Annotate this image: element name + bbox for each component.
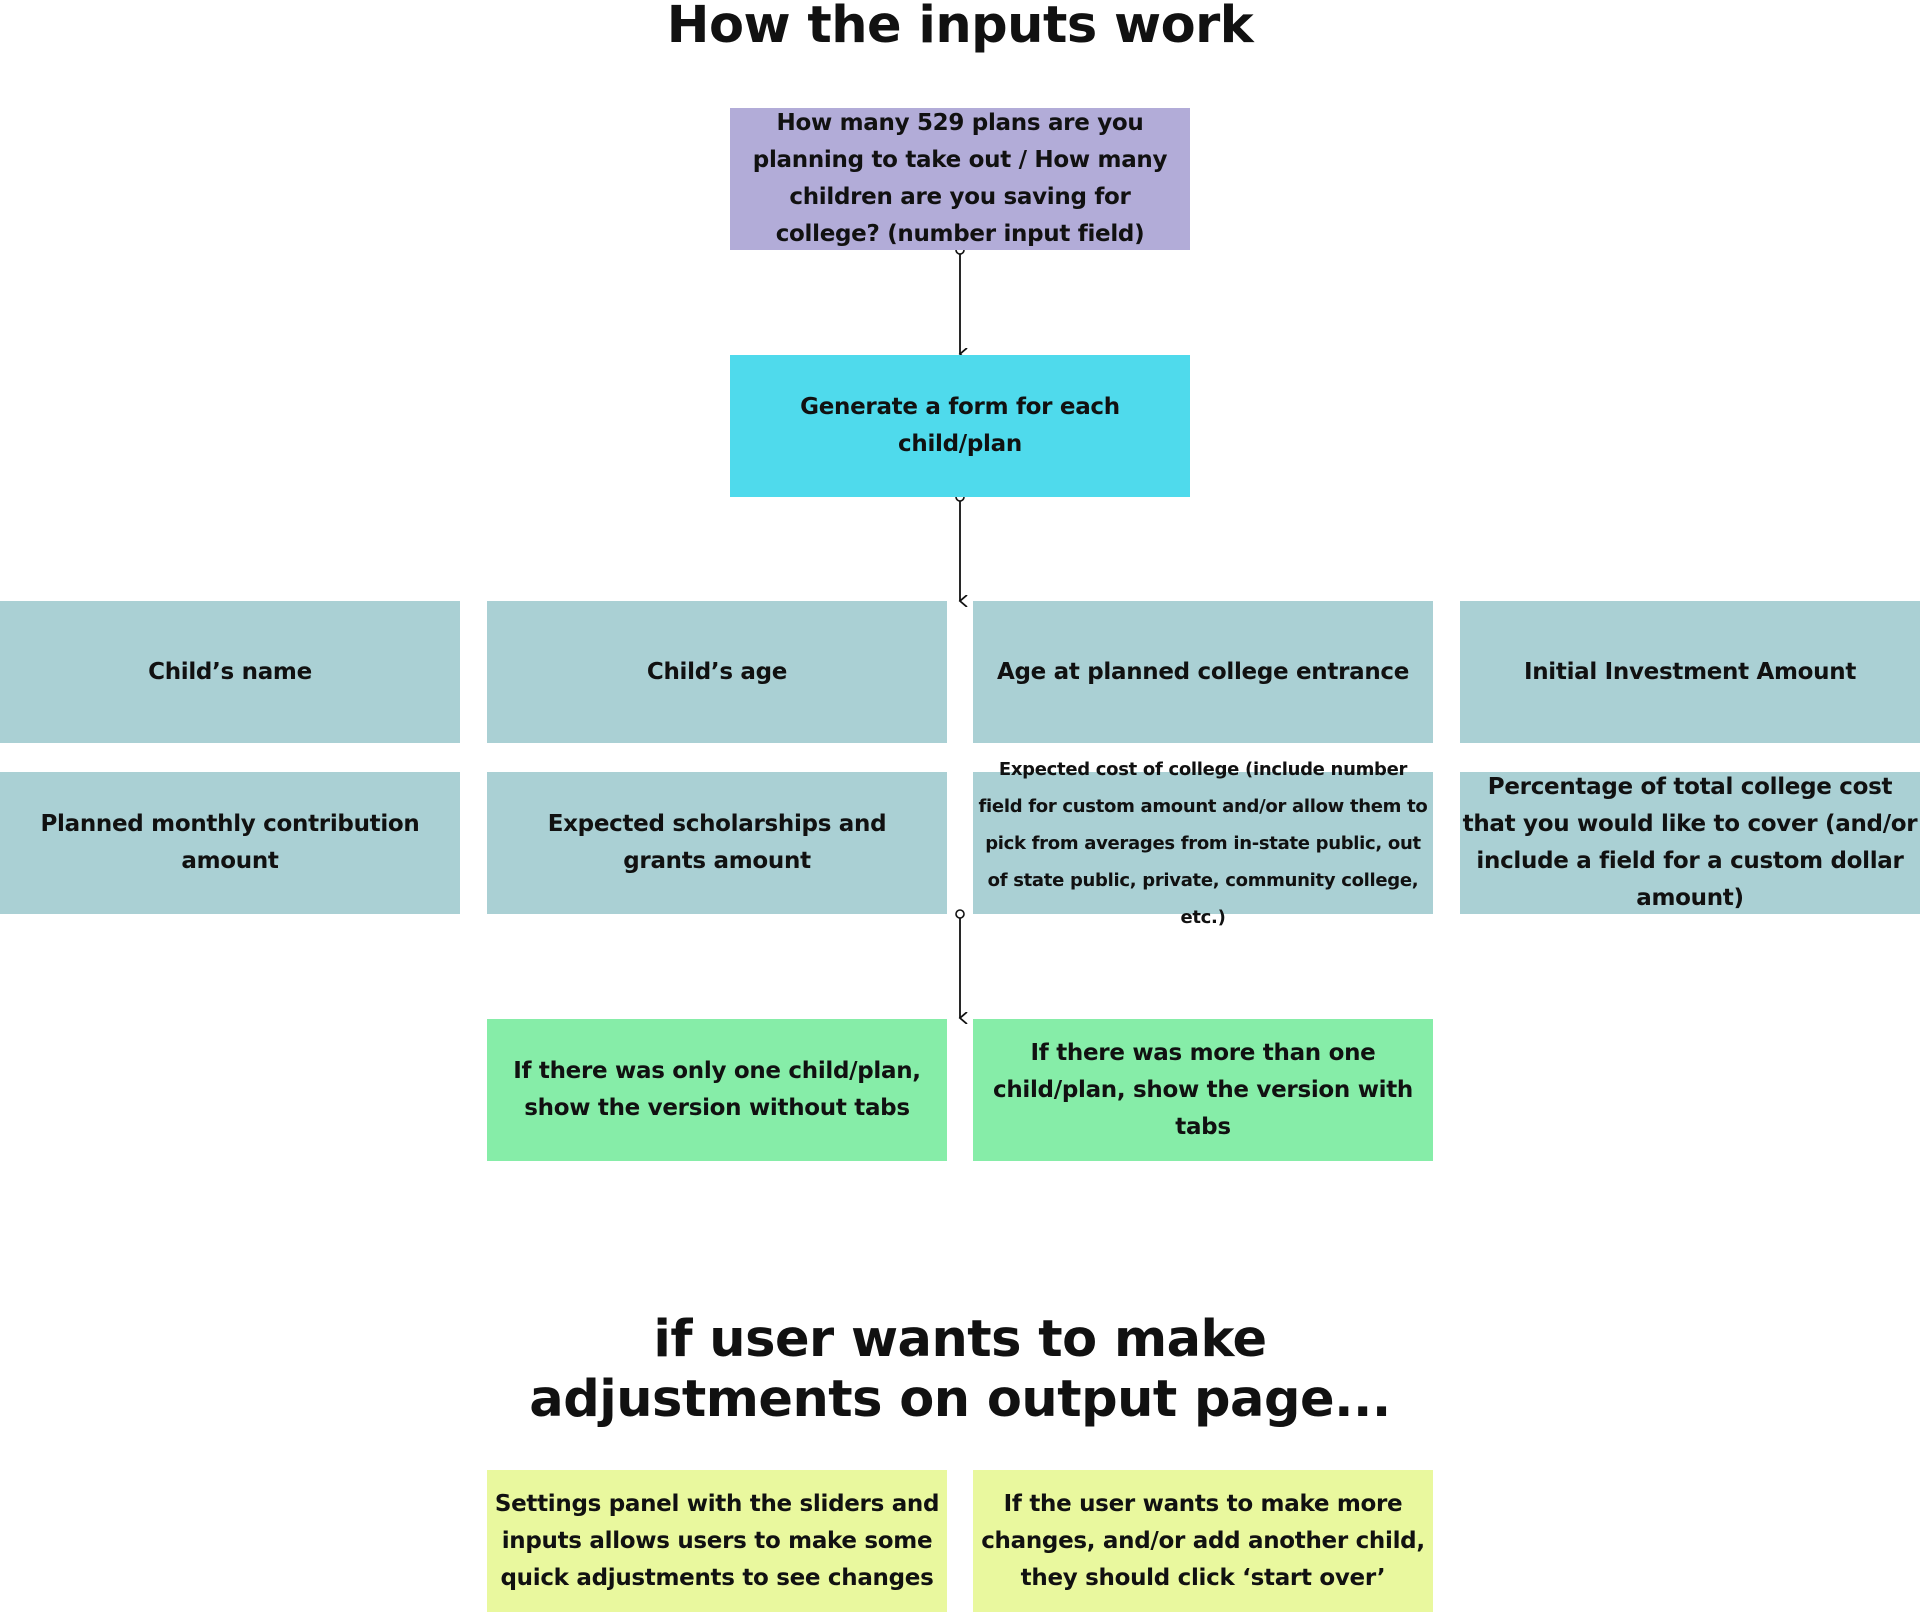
section-title-adjustments: if user wants to make adjustments on out… [470,1310,1450,1430]
node-scholarships: Expected scholarships and grants amount [487,772,947,914]
edge-fields-to-results [955,909,964,1018]
node-generate-form: Generate a form for each child/plan [730,355,1190,497]
node-one-child-label: If there was only one child/plan, show t… [513,1058,921,1121]
node-childs-name: Child’s name [0,601,460,743]
node-age-college-entrance: Age at planned college entrance [973,601,1433,743]
node-start-over-label: If the user wants to make more changes, … [981,1490,1425,1591]
node-monthly-contribution: Planned monthly contribution amount [0,772,460,914]
node-percentage-cover-label: Percentage of total college cost that yo… [1462,774,1918,911]
node-more-than-one: If there was more than one child/plan, s… [973,1019,1433,1161]
node-childs-name-label: Child’s name [148,658,312,685]
node-start-over: If the user wants to make more changes, … [973,1470,1433,1612]
node-more-than-one-label: If there was more than one child/plan, s… [992,1039,1413,1140]
node-initial-investment-label: Initial Investment Amount [1523,658,1857,685]
node-generate-form-label: Generate a form for each child/plan [800,394,1120,457]
node-expected-cost: Expected cost of college (include number… [973,759,1433,928]
edge-generate-to-fields [955,492,964,601]
node-plans-count: How many 529 plans are you planning to t… [730,108,1190,250]
node-percentage-cover: Percentage of total college cost that yo… [1460,772,1920,914]
node-one-child: If there was only one child/plan, show t… [487,1019,947,1161]
node-initial-investment: Initial Investment Amount [1460,601,1920,743]
node-plans-count-label: How many 529 plans are you planning to t… [752,110,1168,247]
edge-plans-to-generate [955,245,964,354]
node-expected-cost-label: Expected cost of college (include number… [978,758,1428,928]
node-age-college-entrance-label: Age at planned college entrance [996,658,1410,685]
section-title-adjustments-label: if user wants to make adjustments on out… [529,1310,1391,1429]
node-monthly-contribution-label: Planned monthly contribution amount [40,811,420,874]
node-scholarships-label: Expected scholarships and grants amount [547,811,887,874]
node-settings-panel-label: Settings panel with the sliders and inpu… [494,1490,940,1591]
node-childs-age: Child’s age [487,601,947,743]
node-settings-panel: Settings panel with the sliders and inpu… [487,1470,947,1612]
node-childs-age-label: Child’s age [646,658,788,685]
diagram-title: How the inputs work [666,0,1254,55]
